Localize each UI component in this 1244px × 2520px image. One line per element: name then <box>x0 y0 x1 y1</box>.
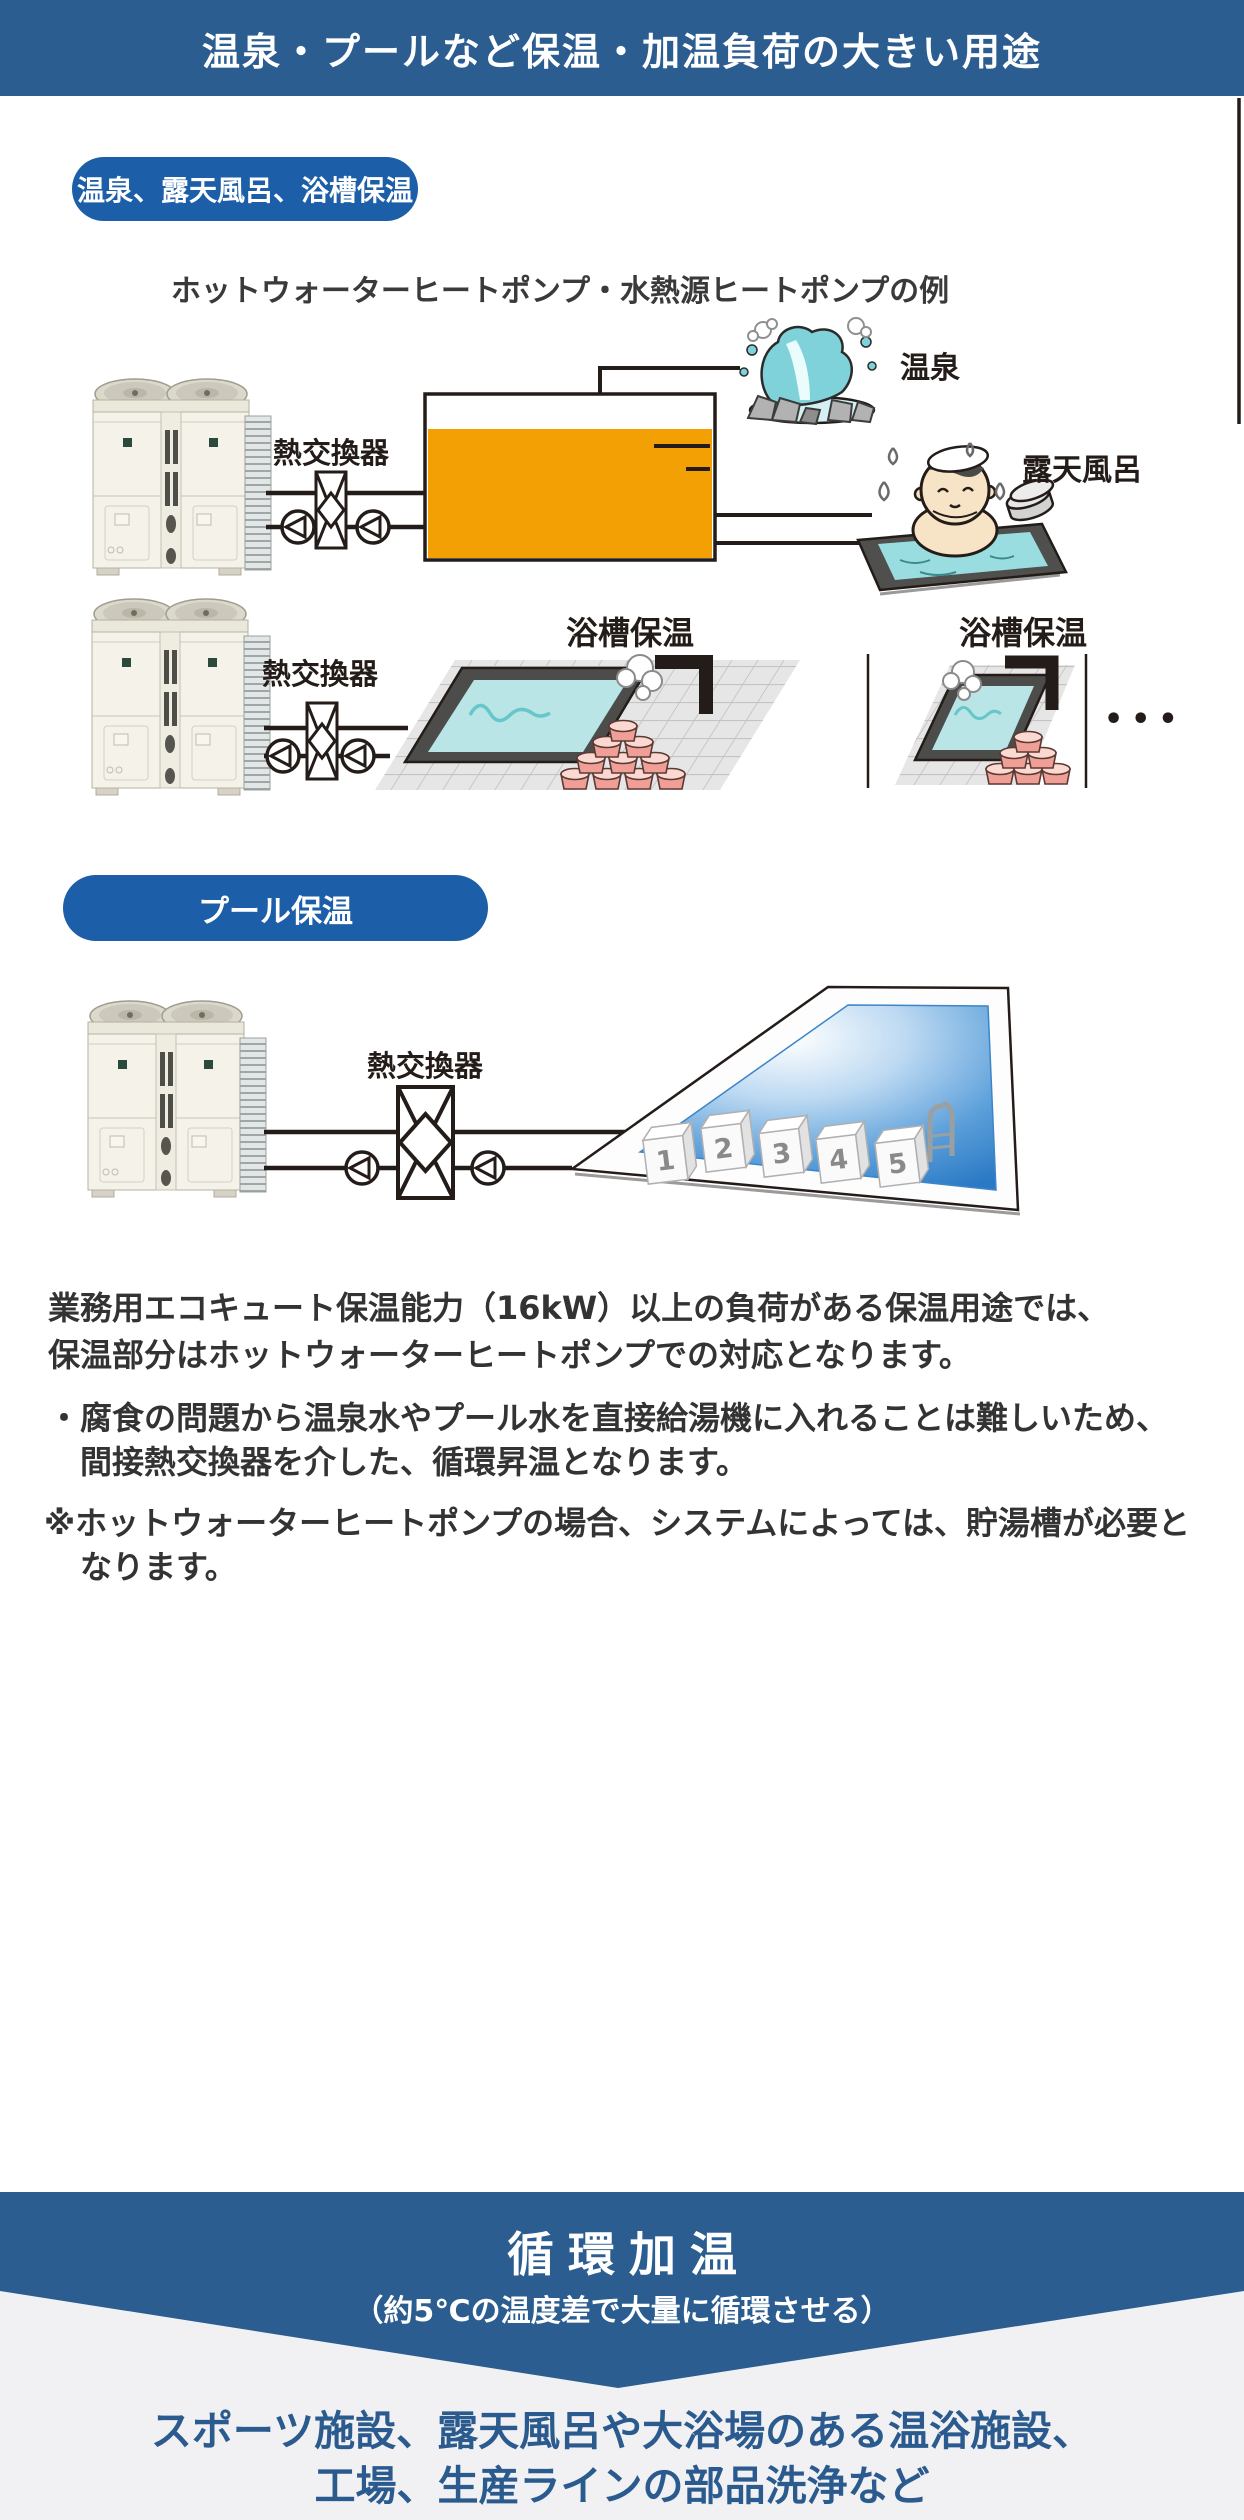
note-paragraph-line2: 保温部分はホットウォーターヒートポンプでの対応となります。 <box>48 1336 971 1374</box>
pool-ladder <box>927 1101 955 1162</box>
heat-exchanger-symbol-1 <box>314 470 348 550</box>
pool-illustration: 1 2 3 4 <box>568 985 1021 1216</box>
wooden-bucket-icon <box>1005 478 1055 522</box>
onsen-diagram: 熱交換器 <box>91 98 1241 796</box>
header-bar: 温泉・プールなど保温・加温負荷の大きい用途 <box>0 0 1244 96</box>
footer-subtitle: （約5℃の温度差で大量に循環させる） <box>353 2294 891 2329</box>
rotenburo-illustration <box>856 442 1068 596</box>
note-bullet-line2: 間接熱交換器を介した、循環昇温となります。 <box>80 1443 748 1481</box>
onsen-label: 温泉 <box>900 351 960 386</box>
svg-text:3: 3 <box>770 1138 792 1171</box>
page-title: 温泉・プールなど保温・加温負荷の大きい用途 <box>201 29 1042 74</box>
bath2-label: 浴槽保温 <box>959 614 1087 652</box>
svg-text:5: 5 <box>886 1148 908 1181</box>
start-block-4: 4 <box>814 1119 871 1184</box>
footer-applications: スポーツ施設、露天風呂や大浴場のある温浴施設、 工場、生産ラインの部品洗浄など <box>0 2404 1244 2514</box>
note-paragraph-line1: 業務用エコキュート保温能力（16kW）以上の負荷がある保温用途では、 <box>48 1289 1110 1327</box>
footer-applications-line1: スポーツ施設、露天風呂や大浴場のある温浴施設、 <box>150 2407 1094 2455</box>
svg-text:4: 4 <box>827 1144 849 1177</box>
rotenburo-label: 露天風呂 <box>1022 453 1142 488</box>
heat-exchanger-symbol-pool <box>396 1085 455 1200</box>
steam-squiggles <box>878 442 1006 502</box>
footer-applications-line2: 工場、生産ラインの部品洗浄など <box>314 2462 930 2510</box>
svg-text:2: 2 <box>712 1133 734 1166</box>
heat-exchanger-label-1: 熱交換器 <box>273 436 390 470</box>
storage-tank <box>423 392 717 562</box>
badge-pool-section: プール保温 <box>63 875 488 941</box>
start-block-1: 1 <box>641 1120 698 1185</box>
steam-cloud <box>616 654 663 701</box>
start-block-5: 5 <box>873 1123 930 1188</box>
start-block-2: 2 <box>699 1108 756 1173</box>
bath1-label: 浴槽保温 <box>566 614 694 652</box>
badge-onsen-label: 温泉、露天風呂、浴槽保温 <box>76 174 413 207</box>
bath-illustration-1 <box>375 654 800 790</box>
pool-diagram: 熱交換器 1 <box>87 985 1021 1216</box>
note-bullet-line1: ・腐食の問題から温泉水やプール水を直接給湯機に入れることは難しいため、 <box>48 1399 1169 1437</box>
onsen-illustration <box>739 317 877 426</box>
note-asterisk-line2: なります。 <box>80 1548 237 1586</box>
badge-onsen-section: 温泉、露天風呂、浴槽保温 <box>72 157 418 221</box>
note-asterisk-line1: ※ホットウォーターヒートポンプの場合、システムによっては、貯湯槽が必要と <box>44 1504 1190 1542</box>
bath-illustration-2 <box>895 655 1075 785</box>
onsen-rocks <box>746 394 876 426</box>
heat-exchanger-label-2: 熱交換器 <box>262 657 379 691</box>
heat-exchanger-symbol-2 <box>305 701 339 781</box>
badge-pool-label: プール保温 <box>198 893 353 930</box>
footer-chevron-band <box>0 2192 1244 2388</box>
lane-number: 1 <box>654 1145 676 1178</box>
start-block-3: 3 <box>757 1113 814 1178</box>
diagram-caption: ホットウォーターヒートポンプ・水熱源ヒートポンプの例 <box>170 274 950 309</box>
footer-title: 循環加温 <box>507 2228 751 2283</box>
ellipsis-dots: ••• <box>1104 702 1186 737</box>
heat-exchanger-label-pool: 熱交換器 <box>367 1049 484 1083</box>
